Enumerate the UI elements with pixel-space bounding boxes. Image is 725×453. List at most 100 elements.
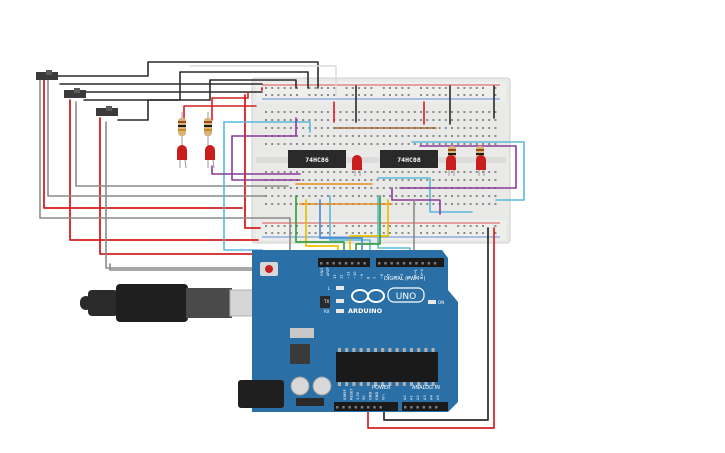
breadboard-hole <box>364 195 367 197</box>
breadboard-hole <box>401 203 404 205</box>
breadboard-hole <box>469 87 472 89</box>
breadboard-hole <box>302 195 305 197</box>
breadboard-hole <box>364 135 367 137</box>
breadboard-hole <box>296 203 298 205</box>
breadboard-hole <box>327 87 329 89</box>
breadboard-hole <box>407 195 410 197</box>
atmega-chip <box>336 352 438 382</box>
pin-label: ~6 <box>380 273 384 279</box>
pin-label: 8 <box>367 276 371 279</box>
slide-switch-2[interactable] <box>64 88 86 98</box>
breadboard-hole <box>308 232 311 234</box>
breadboard-hole <box>482 171 484 173</box>
on-label: ON <box>438 300 444 305</box>
breadboard-hole <box>469 232 472 234</box>
breadboard-hole <box>308 187 311 189</box>
breadboard-hole <box>463 111 466 113</box>
breadboard-hole <box>482 127 484 129</box>
chip-74hc08: 74HC08 <box>380 150 438 168</box>
breadboard-hole <box>364 225 367 227</box>
breadboard-hole <box>420 143 422 145</box>
breadboard-hole <box>401 195 404 197</box>
breadboard-hole <box>432 179 435 181</box>
breadboard-hole <box>420 225 422 227</box>
breadboard-hole <box>432 87 435 89</box>
slide-switch-1[interactable] <box>36 70 58 80</box>
breadboard-hole <box>308 135 311 137</box>
breadboard-hole <box>339 135 342 137</box>
breadboard-hole <box>389 135 391 137</box>
breadboard-hole <box>302 187 305 189</box>
wire-red <box>69 99 259 241</box>
breadboard-hole <box>289 195 292 197</box>
breadboard-hole <box>327 179 329 181</box>
breadboard-hole <box>451 195 453 197</box>
breadboard-hole <box>457 135 460 137</box>
ic-pin <box>431 348 435 352</box>
breadboard-hole <box>413 143 416 145</box>
ic-pin <box>388 382 392 386</box>
onboard-leds: L TX RX ON <box>323 286 444 314</box>
breadboard-hole <box>463 94 466 96</box>
breadboard-hole <box>389 87 391 89</box>
ic-pin <box>410 348 413 352</box>
breadboard-hole <box>488 143 491 145</box>
breadboard-hole <box>283 111 286 113</box>
breadboard-hole <box>320 225 323 227</box>
ic-pin <box>352 348 356 352</box>
ic-pins <box>338 348 435 386</box>
pin-label: A3 <box>423 395 427 400</box>
breadboard-hole <box>327 232 329 234</box>
breadboard-hole <box>339 171 342 173</box>
breadboard-hole <box>407 119 410 121</box>
breadboard-hole <box>494 94 497 96</box>
breadboard-hole <box>339 187 342 189</box>
pin-label: 2 <box>407 277 411 279</box>
breadboard-hole <box>358 225 360 227</box>
breadboard-hole <box>358 111 360 113</box>
breadboard-hole <box>327 195 329 197</box>
pin-label: A1 <box>410 395 414 400</box>
breadboard-hole <box>277 94 280 96</box>
slide-switch-3[interactable] <box>96 106 118 116</box>
breadboard-hole <box>351 225 354 227</box>
breadboard-hole <box>432 135 435 137</box>
wire-red <box>183 105 257 121</box>
ic-pin <box>366 348 370 352</box>
breadboard-hole <box>320 232 323 234</box>
ic-pin <box>374 382 377 386</box>
breadboard-hole <box>426 203 429 205</box>
header-pin <box>421 262 424 265</box>
breadboard-hole <box>339 179 342 181</box>
breadboard-hole <box>265 171 267 173</box>
breadboard-hole <box>389 94 391 96</box>
breadboard-hole <box>444 94 447 96</box>
breadboard-hole <box>457 87 460 89</box>
breadboard-hole <box>407 179 410 181</box>
breadboard-hole <box>277 87 280 89</box>
breadboard-hole <box>444 225 447 227</box>
breadboard-hole <box>351 135 354 137</box>
breadboard-hole <box>364 187 367 189</box>
breadboard-hole <box>277 119 280 121</box>
breadboard-hole <box>494 203 497 205</box>
breadboard-hole <box>494 195 497 197</box>
breadboard-hole <box>432 203 435 205</box>
pin-label: A4 <box>429 395 433 400</box>
breadboard-hole <box>296 225 298 227</box>
breadboard-hole <box>345 135 348 137</box>
breadboard-hole <box>395 195 398 197</box>
breadboard-hole <box>289 119 292 121</box>
pin-label: 4 <box>393 276 397 279</box>
breadboard-hole <box>265 143 267 145</box>
breadboard-hole <box>438 179 441 181</box>
breadboard-hole <box>308 143 311 145</box>
breadboard-hole <box>482 232 484 234</box>
breadboard-hole <box>320 119 323 121</box>
breadboard-hole <box>444 111 447 113</box>
header-pin <box>351 262 354 265</box>
breadboard-hole <box>457 195 460 197</box>
breadboard-hole <box>407 87 410 89</box>
reset-button[interactable] <box>260 262 278 276</box>
header-pin <box>415 262 418 265</box>
